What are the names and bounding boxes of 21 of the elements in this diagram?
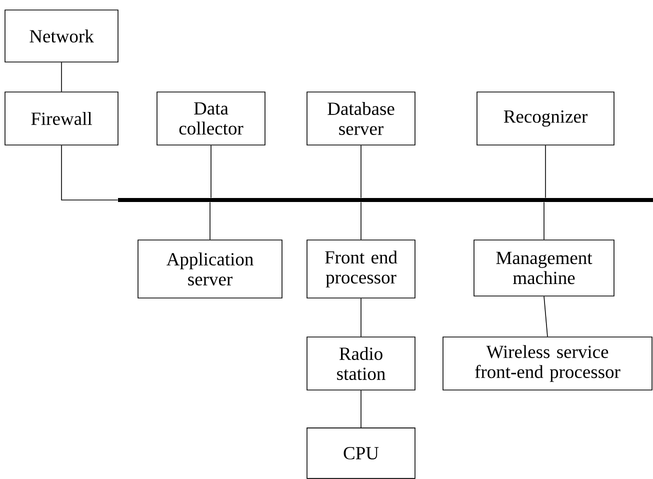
text-box: Radio station xyxy=(306,336,416,390)
text-box: Application server xyxy=(138,240,282,298)
text-box: Database server xyxy=(306,92,416,146)
bus-bar xyxy=(118,198,653,202)
text-box: CPU xyxy=(306,428,416,479)
connector-line xyxy=(360,144,362,198)
text-box: Wireless service front-end processor xyxy=(442,336,652,390)
text-box: Network xyxy=(4,10,118,62)
connector-line xyxy=(210,144,212,198)
text-box: Front end processor xyxy=(306,240,416,298)
text-box: Firewall xyxy=(4,92,118,146)
text-box: Data collector xyxy=(156,92,266,146)
connector-line xyxy=(544,296,548,337)
connector-line xyxy=(360,298,362,337)
text-box: Recognizer xyxy=(476,92,614,146)
connector-line xyxy=(545,144,546,198)
text-box: Management machine xyxy=(474,240,614,296)
connector-line xyxy=(61,62,62,92)
connector-line xyxy=(360,390,362,428)
connector-line xyxy=(360,202,362,240)
connector-line xyxy=(61,144,118,200)
